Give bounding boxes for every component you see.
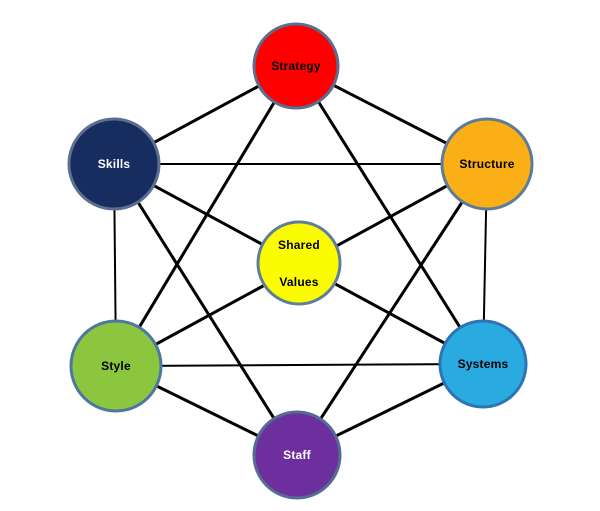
node-strategy-label: Strategy bbox=[271, 59, 321, 73]
node-style: Style bbox=[69, 319, 163, 413]
node-structure-circle bbox=[440, 117, 534, 211]
node-structure: Structure bbox=[440, 117, 534, 211]
node-strategy-circle bbox=[252, 22, 340, 110]
node-skills-circle bbox=[67, 117, 161, 211]
node-staff: Staff bbox=[252, 410, 342, 500]
edge-skills-staff bbox=[112, 163, 299, 456]
node-systems-label: Systems bbox=[458, 357, 509, 371]
node-skills: Skills bbox=[67, 117, 161, 211]
node-staff-circle bbox=[252, 410, 342, 500]
edge-strategy-systems bbox=[294, 65, 485, 365]
node-structure-label: Structure bbox=[459, 157, 514, 171]
node-strategy: Strategy bbox=[252, 22, 340, 110]
edge-style-systems bbox=[115, 363, 484, 367]
edge-structure-staff bbox=[295, 163, 489, 456]
node-style-label: Style bbox=[101, 359, 131, 373]
node-staff-label: Staff bbox=[283, 448, 311, 462]
node-style-circle bbox=[69, 319, 163, 413]
node-systems-circle bbox=[438, 319, 528, 409]
node-systems: Systems bbox=[438, 319, 528, 409]
edge-strategy-style bbox=[114, 65, 298, 367]
node-skills-label: Skills bbox=[98, 157, 131, 171]
node-shared-values-circle bbox=[256, 220, 342, 306]
